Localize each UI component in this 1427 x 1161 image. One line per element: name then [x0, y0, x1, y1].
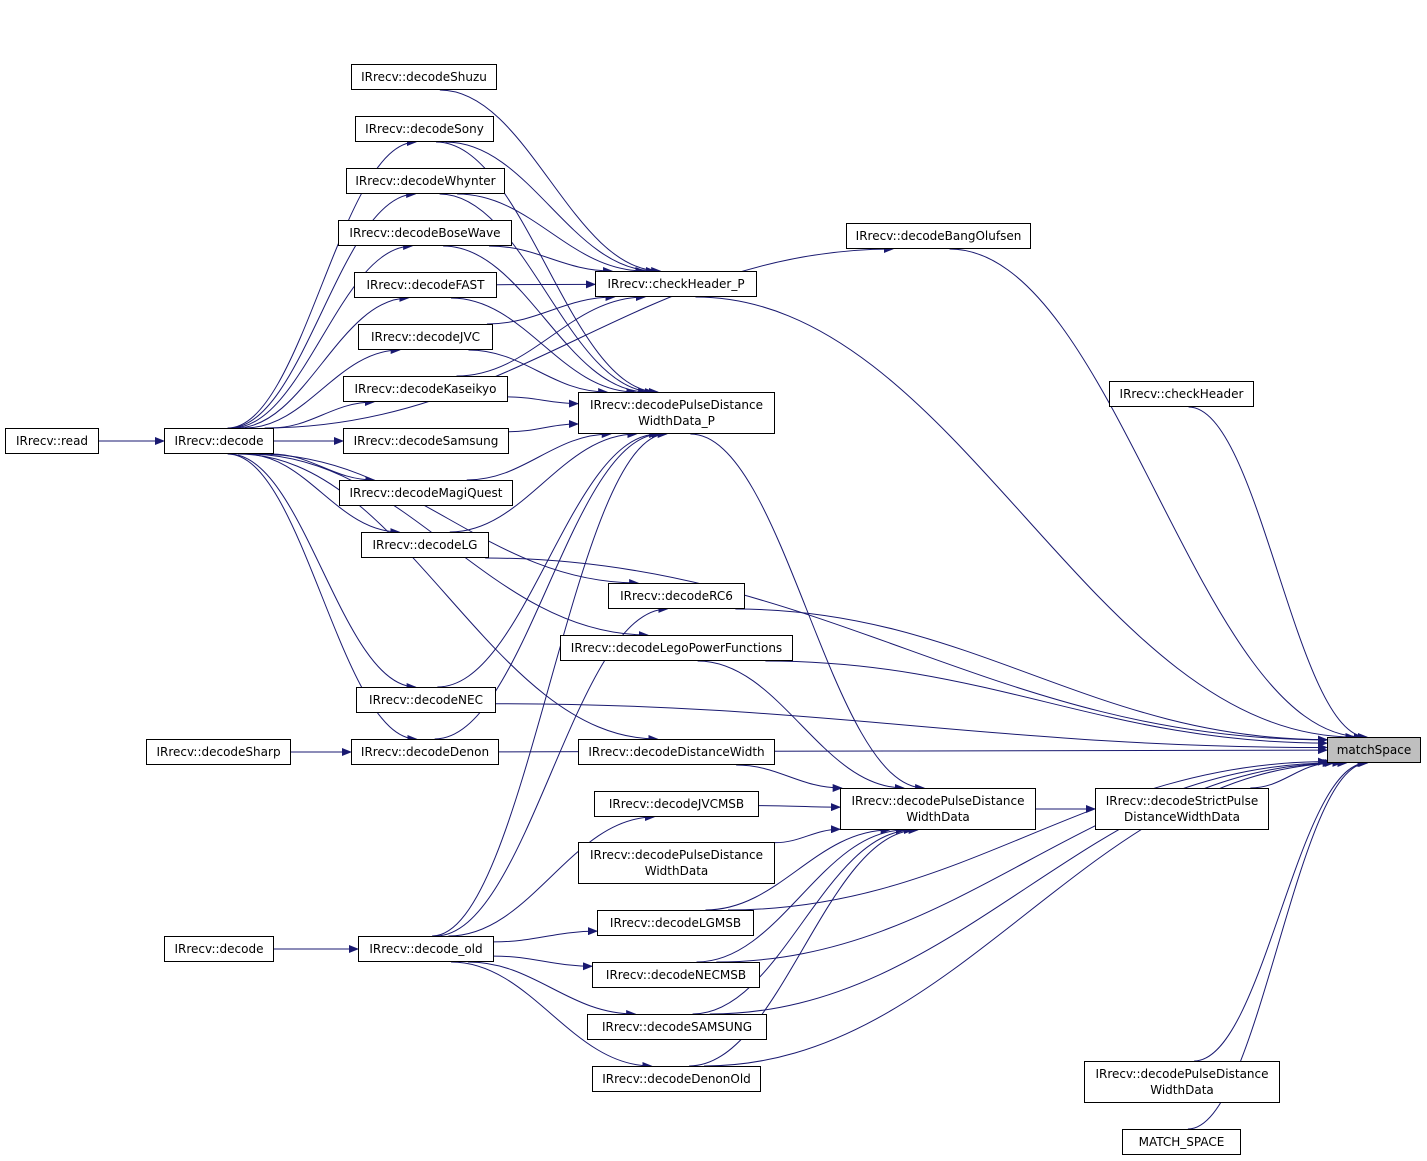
edge-matchSpaceMacro-to-matchSpace — [1187, 759, 1369, 1130]
edge-decodeDenonOld-to-matchSpace — [704, 759, 1348, 1067]
edge-decodeLGMSB-to-pdwd — [705, 826, 891, 911]
edge-decodeNECMSB-to-matchSpace — [716, 759, 1335, 963]
node-irrecv-decode-secondary[interactable]: IRrecv::decode — [164, 936, 274, 962]
node-irrecv-decode-bosewave[interactable]: IRrecv::decodeBoseWave — [338, 220, 512, 246]
edge-decodeDistanceWidth-to-pdwd — [736, 764, 843, 792]
edge-decodeJVCMSB-to-pdwd — [758, 803, 841, 812]
edge-decodeSamsung-to-pdwdP — [508, 420, 579, 433]
edge-decodeBoseWave-to-checkHeaderP — [488, 245, 614, 275]
edge-decodeJVC-to-checkHeaderP — [486, 293, 616, 325]
edge-pdwdP-to-pdwd — [690, 433, 926, 792]
node-match-space-macro[interactable]: MATCH_SPACE — [1122, 1129, 1241, 1155]
edge-decodeSony-to-pdwdP — [436, 141, 659, 396]
edge-decodeSAMSUNG-to-matchSpace — [709, 759, 1343, 1015]
edge-decodeDenon-to-pdwdP — [434, 430, 662, 740]
node-irrecv-decode-pulse-distance-width-data[interactable]: IRrecv::decodePulseDistance WidthData — [840, 788, 1036, 830]
edge-checkHeaderP-to-matchSpace — [695, 296, 1356, 741]
node-irrecv-checkheader[interactable]: IRrecv::checkHeader — [1109, 381, 1254, 407]
node-irrecv-decode-distancewidth[interactable]: IRrecv::decodeDistanceWidth — [578, 739, 775, 765]
node-irrecv-decode-denon[interactable]: IRrecv::decodeDenon — [351, 739, 499, 765]
edge-bang-to-matchSpace — [949, 248, 1364, 741]
node-irrecv-decode-magiquest[interactable]: IRrecv::decodeMagiQuest — [339, 480, 513, 506]
edge-decodeBoseWave-to-pdwdP — [443, 245, 649, 396]
node-irrecv-decode-rc6[interactable]: IRrecv::decodeRC6 — [608, 583, 745, 609]
edge-decode-to-decodeWhynter — [229, 190, 417, 429]
node-irrecv-decode-nec[interactable]: IRrecv::decodeNEC — [356, 687, 496, 713]
node-matchspace-focus: matchSpace — [1327, 737, 1421, 763]
edge-decodeShuzu-to-checkHeaderP — [439, 89, 662, 275]
edge-decodeOld-to-decodeJVCMSB — [448, 813, 656, 937]
edge-decodeMagiQuest-to-pdwdP — [466, 430, 612, 481]
edge-decodeSony-to-checkHeaderP — [445, 141, 656, 275]
edge-decodeOld-to-pdwdP — [432, 430, 668, 937]
edge-decodeOld-to-decodeDenonOld — [451, 961, 653, 1070]
edge-decode-to-decodeLG — [244, 453, 401, 536]
edge-decodeOld-to-decodeSAMSUNG — [467, 961, 637, 1018]
node-irrecv-decode[interactable]: IRrecv::decode — [164, 428, 274, 454]
edge-decodeKaseikyo-to-checkHeaderP — [456, 293, 646, 377]
edge-decode-to-decodeDenon — [227, 453, 418, 743]
node-irrecv-decode-old[interactable]: IRrecv::decode_old — [358, 936, 494, 962]
edge-decodeWhynter-to-checkHeaderP — [457, 193, 646, 275]
node-irrecv-decode-bangolufsen[interactable]: IRrecv::decodeBangOlufsen — [846, 223, 1031, 249]
edge-decodeJVC-to-pdwdP — [468, 349, 609, 396]
edge-decodeLego-to-matchSpace — [765, 660, 1328, 748]
edge-checkHeader-to-matchSpace — [1188, 406, 1368, 741]
node-irrecv-decode-strict-pulse-distance-width-data[interactable]: IRrecv::decodeStrictPulse DistanceWidthD… — [1095, 788, 1269, 830]
edge-decodeKaseikyo-to-pdwdP — [507, 396, 579, 408]
edge-decodeWhynter-to-pdwdP — [439, 193, 655, 396]
node-irrecv-checkheader-p[interactable]: IRrecv::checkHeader_P — [595, 271, 757, 297]
edge-decodeLego-to-pdwd — [697, 660, 905, 792]
edge-decode-to-decodeJVC — [244, 346, 401, 429]
edge-decode-to-decodeKaseikyo — [270, 398, 375, 429]
edge-decodeLG-to-matchSpace — [485, 557, 1328, 744]
edge-decode-to-bang — [264, 245, 894, 429]
edge-pdwdRight-to-matchSpace — [1194, 759, 1368, 1062]
node-irrecv-decode-sharp[interactable]: IRrecv::decodeSharp — [146, 739, 291, 765]
node-irrecv-decode-samsung[interactable]: IRrecv::decodeSamsung — [343, 428, 509, 454]
node-irrecv-decode-sony[interactable]: IRrecv::decodeSony — [355, 116, 494, 142]
edge-decode-to-decodeRC6 — [257, 453, 640, 587]
node-irrecv-decode-kaseikyo[interactable]: IRrecv::decodeKaseikyo — [343, 376, 508, 402]
node-irrecv-decode-pulse-distance-width-data-p[interactable]: IRrecv::decodePulseDistance WidthData_P — [578, 392, 775, 434]
edge-decode-to-decodeNEC — [229, 453, 417, 691]
node-irrecv-decode-fast[interactable]: IRrecv::decodeFAST — [354, 272, 497, 298]
node-irrecv-read[interactable]: IRrecv::read — [5, 428, 99, 454]
edge-decode-to-decodeDistanceWidth — [238, 453, 659, 743]
node-irrecv-decode-pulse-distance-width-data-right[interactable]: IRrecv::decodePulseDistance WidthData — [1084, 1061, 1280, 1103]
node-irrecv-decode-whynter[interactable]: IRrecv::decodeWhynter — [346, 168, 505, 194]
edge-decode-to-decodeSony — [227, 138, 417, 429]
edge-decode-to-decodeBoseWave — [231, 242, 414, 429]
node-irrecv-decode-denonold[interactable]: IRrecv::decodeDenonOld — [592, 1066, 761, 1092]
node-irrecv-decode-shuzu[interactable]: IRrecv::decodeShuzu — [351, 64, 497, 90]
node-irrecv-decode-necmsb[interactable]: IRrecv::decodeNECMSB — [592, 962, 760, 988]
edge-decodeOld-to-decodeRC6 — [435, 605, 669, 937]
edge-decodeDenonOld-to-pdwd — [689, 826, 919, 1067]
edge-decodeNEC-to-matchSpace — [495, 703, 1328, 752]
node-irrecv-decode-pulse-distance-width-data-caller[interactable]: IRrecv::decodePulseDistance WidthData — [578, 842, 775, 884]
edge-decodeFAST-to-pdwdP — [450, 297, 637, 396]
node-irrecv-decode-samsung-upper[interactable]: IRrecv::decodeSAMSUNG — [587, 1014, 767, 1040]
edge-decodeRC6-to-matchSpace — [735, 608, 1328, 744]
edge-decodeNECMSB-to-pdwd — [696, 826, 906, 963]
node-irrecv-decode-jvc[interactable]: IRrecv::decodeJVC — [358, 324, 493, 350]
edge-decodeSAMSUNG-to-pdwd — [692, 826, 914, 1015]
node-irrecv-decode-jvcmsb[interactable]: IRrecv::decodeJVCMSB — [594, 791, 759, 817]
node-irrecv-decode-lg[interactable]: IRrecv::decodeLG — [361, 532, 489, 558]
node-irrecv-decode-lgmsb[interactable]: IRrecv::decodeLGMSB — [597, 910, 754, 936]
node-irrecv-decode-legopowerfunctions[interactable]: IRrecv::decodeLegoPowerFunctions — [560, 635, 793, 661]
edge-decodeLG-to-pdwdP — [449, 430, 638, 533]
edge-decodeOld-to-decodeNECMSB — [493, 955, 593, 971]
edge-decode-to-decodeFAST — [236, 294, 410, 429]
edge-decodeLGMSB-to-matchSpace — [727, 757, 1328, 911]
edge-decodeOld-to-decodeLGMSB — [493, 927, 598, 943]
edge-pdwdStatic-to-pdwd — [774, 825, 841, 844]
